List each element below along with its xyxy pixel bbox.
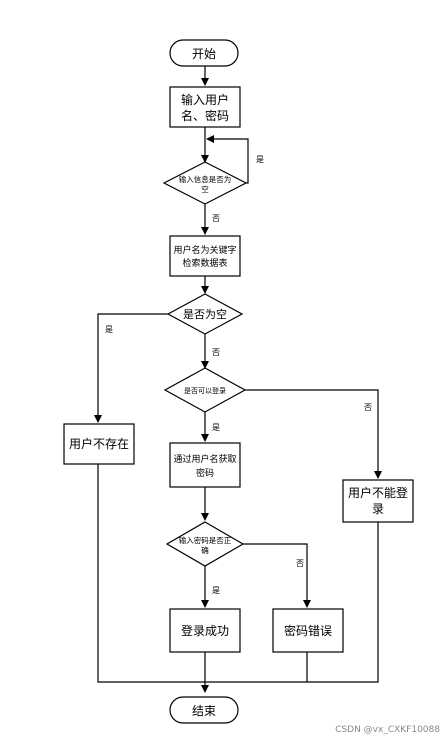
edge-labels: 是 否 是 否 否 是 否 是: [105, 155, 372, 595]
label-no-isnull: 否: [212, 348, 220, 357]
user-not-exist-label: 用户不存在: [69, 436, 129, 451]
login-success-label: 登录成功: [181, 623, 229, 638]
edge-pwd-no: [243, 543, 311, 608]
label-yes-loop: 是: [256, 155, 264, 164]
query-label-1: 用户名为关键字: [173, 244, 236, 256]
label-no-check: 否: [212, 214, 220, 223]
input-label-1: 输入用户: [181, 92, 229, 107]
node-texts: 开始 输入用户 名、密码 输入信息是否为 空 用户名为关键字 检索数据表 是否为…: [69, 47, 408, 718]
getpwd-label-1: 通过用户名获取: [173, 453, 236, 465]
edge-merge-bottom: [97, 464, 379, 683]
edge-isnull-yes: [94, 313, 168, 423]
label-yes-isnull: 是: [105, 325, 113, 334]
pwd-check-node: [165, 521, 245, 567]
pwd-error-label: 密码错误: [284, 623, 332, 638]
connectors: [94, 66, 382, 693]
end-node: [169, 696, 239, 724]
check-empty-node: [162, 161, 248, 205]
label-yes-pwd: 是: [212, 586, 220, 595]
shapes: [63, 39, 414, 724]
label-yes-canlogin: 是: [212, 423, 220, 432]
start-node: [169, 39, 239, 67]
getpwd-label-2: 密码: [196, 467, 214, 479]
input-label-2: 名、密码: [181, 108, 229, 123]
pwd-check-label-1: 输入密码是否正: [179, 535, 232, 545]
label-no-pwd: 否: [296, 559, 304, 568]
watermark: CSDN @vx_CXKF10088: [335, 725, 440, 735]
check-empty-label-2: 空: [201, 184, 209, 194]
label-no-canlogin: 否: [364, 403, 372, 412]
cannot-login-label-1: 用户不能登: [348, 485, 408, 500]
check-empty-label-1: 输入信息是否为: [179, 174, 232, 184]
end-label: 结束: [192, 704, 216, 718]
login-success-node: [169, 608, 241, 653]
isnull-label: 是否为空: [183, 307, 227, 321]
pwd-error-node: [272, 608, 344, 653]
query-label-2: 检索数据表: [182, 257, 227, 269]
pwd-check-label-2: 确: [201, 545, 209, 555]
canlogin-node: [163, 367, 247, 413]
edge-canlogin-no: [245, 389, 382, 479]
cannot-login-label-2: 录: [372, 502, 384, 516]
canlogin-label: 是否可以登录: [184, 386, 226, 395]
user-not-exist-node: [63, 423, 135, 465]
query-node: [169, 235, 241, 277]
cannot-login-node: [342, 479, 414, 523]
getpwd-node: [169, 442, 241, 488]
start-label: 开始: [192, 47, 216, 61]
isnull-node: [166, 293, 244, 335]
input-node: [169, 86, 241, 128]
